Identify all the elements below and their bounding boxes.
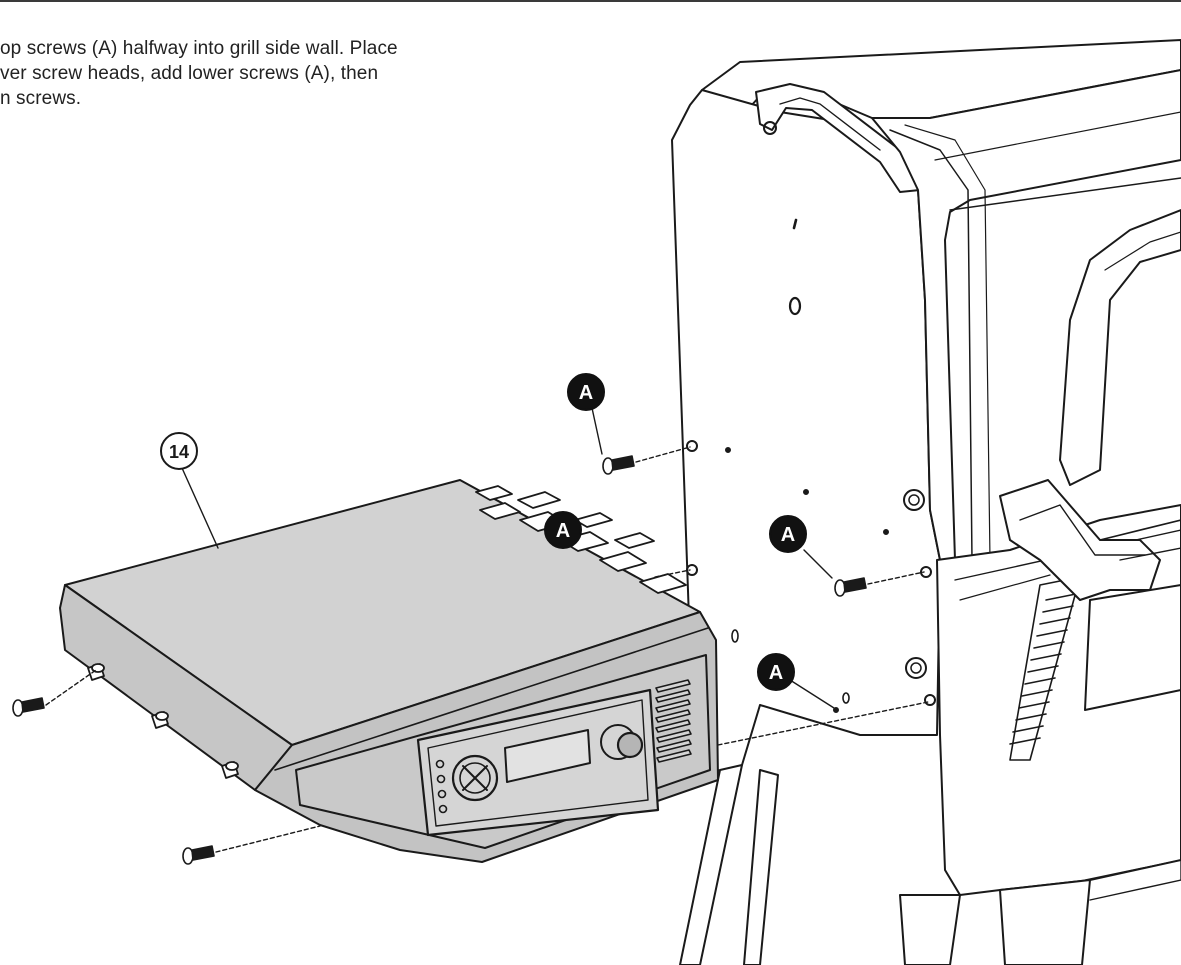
- screw-callout-a: [567, 373, 605, 411]
- instruction-text: op screws (A) halfway into grill side wa…: [0, 36, 540, 111]
- screw-label-a: A: [781, 524, 795, 546]
- screw-callout-a: [769, 515, 807, 553]
- hood-window: [1059, 209, 1181, 486]
- screw-callout-a: [757, 653, 795, 691]
- controller-box: [59, 479, 719, 863]
- screw-icon: [834, 577, 867, 597]
- hood-edge-bolts: [903, 489, 927, 679]
- screw-label-a: A: [579, 382, 593, 404]
- callout-leaders: [181, 407, 835, 709]
- part-number-callout: [160, 432, 198, 470]
- screw-icon: [602, 455, 635, 475]
- alignment-guides: [45, 446, 929, 853]
- top-vent-slots: [475, 485, 687, 594]
- side-wall-holes: [686, 218, 936, 713]
- lcd-screen: [504, 729, 591, 783]
- side-handle: [755, 83, 921, 193]
- lower-side-box: [1084, 584, 1181, 711]
- grill-body: [671, 39, 1181, 965]
- d-pad-icon: [451, 754, 499, 802]
- handle-bolt: [763, 121, 777, 135]
- grill-hood: [871, 69, 1181, 561]
- screw-icon: [182, 845, 215, 865]
- mounting-studs: [87, 663, 239, 779]
- lower-vent-slots: [1009, 576, 1081, 761]
- screw-label-a: A: [556, 520, 570, 542]
- instruction-line-1: op screws (A) halfway into grill side wa…: [0, 38, 398, 59]
- part-number-label: 14: [169, 442, 189, 462]
- indicator-lights: [435, 759, 448, 814]
- screws: [12, 455, 867, 865]
- front-vent-slots: [655, 679, 692, 763]
- screw-callout-a: [544, 511, 582, 549]
- instruction-line-2: ver screw heads, add lower screws (A), t…: [0, 63, 379, 84]
- top-rule: [0, 0, 1181, 2]
- instruction-line-3: n screws.: [0, 88, 82, 109]
- control-knob: [600, 724, 644, 760]
- screw-icon: [12, 697, 45, 717]
- grill-legs: [679, 764, 1181, 965]
- screw-label-a: A: [769, 662, 783, 684]
